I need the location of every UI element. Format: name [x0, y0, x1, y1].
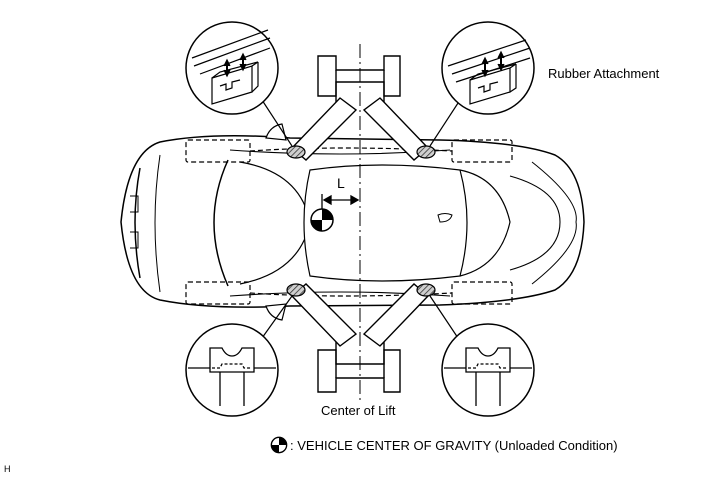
center-of-gravity-legend: : VEHICLE CENTER OF GRAVITY (Unloaded Co…: [270, 436, 618, 454]
distance-l-arrow: [321, 194, 360, 210]
figure-code: H: [4, 464, 11, 474]
lift-arms: [290, 97, 430, 347]
legend-text: : VEHICLE CENTER OF GRAVITY (Unloaded Co…: [290, 437, 618, 453]
right-mirror: [265, 303, 287, 321]
lift-zone-markers: [185, 139, 513, 305]
distance-l-label: L: [337, 175, 345, 191]
lift-arm-pad-icon: [286, 145, 306, 159]
center-of-gravity-icon: [270, 436, 288, 454]
left-mirror: [265, 123, 287, 141]
lift-arm-pad-icon: [416, 283, 436, 297]
rubber-attachment-label: Rubber Attachment: [548, 66, 660, 81]
rubber-attachment-detail-icon: [441, 21, 535, 115]
lift-arm-pad-icon: [286, 283, 306, 297]
center-of-lift-label: Center of Lift: [321, 403, 396, 418]
lift-pad-detail-icon: [185, 323, 279, 417]
lift-arm-pad-icon: [416, 145, 436, 159]
vehicle-top-view: [120, 123, 585, 321]
center-of-gravity-icon: [310, 208, 334, 232]
rubber-attachment-detail-icon: [185, 21, 279, 115]
lift-pad-detail-icon: [441, 323, 535, 417]
